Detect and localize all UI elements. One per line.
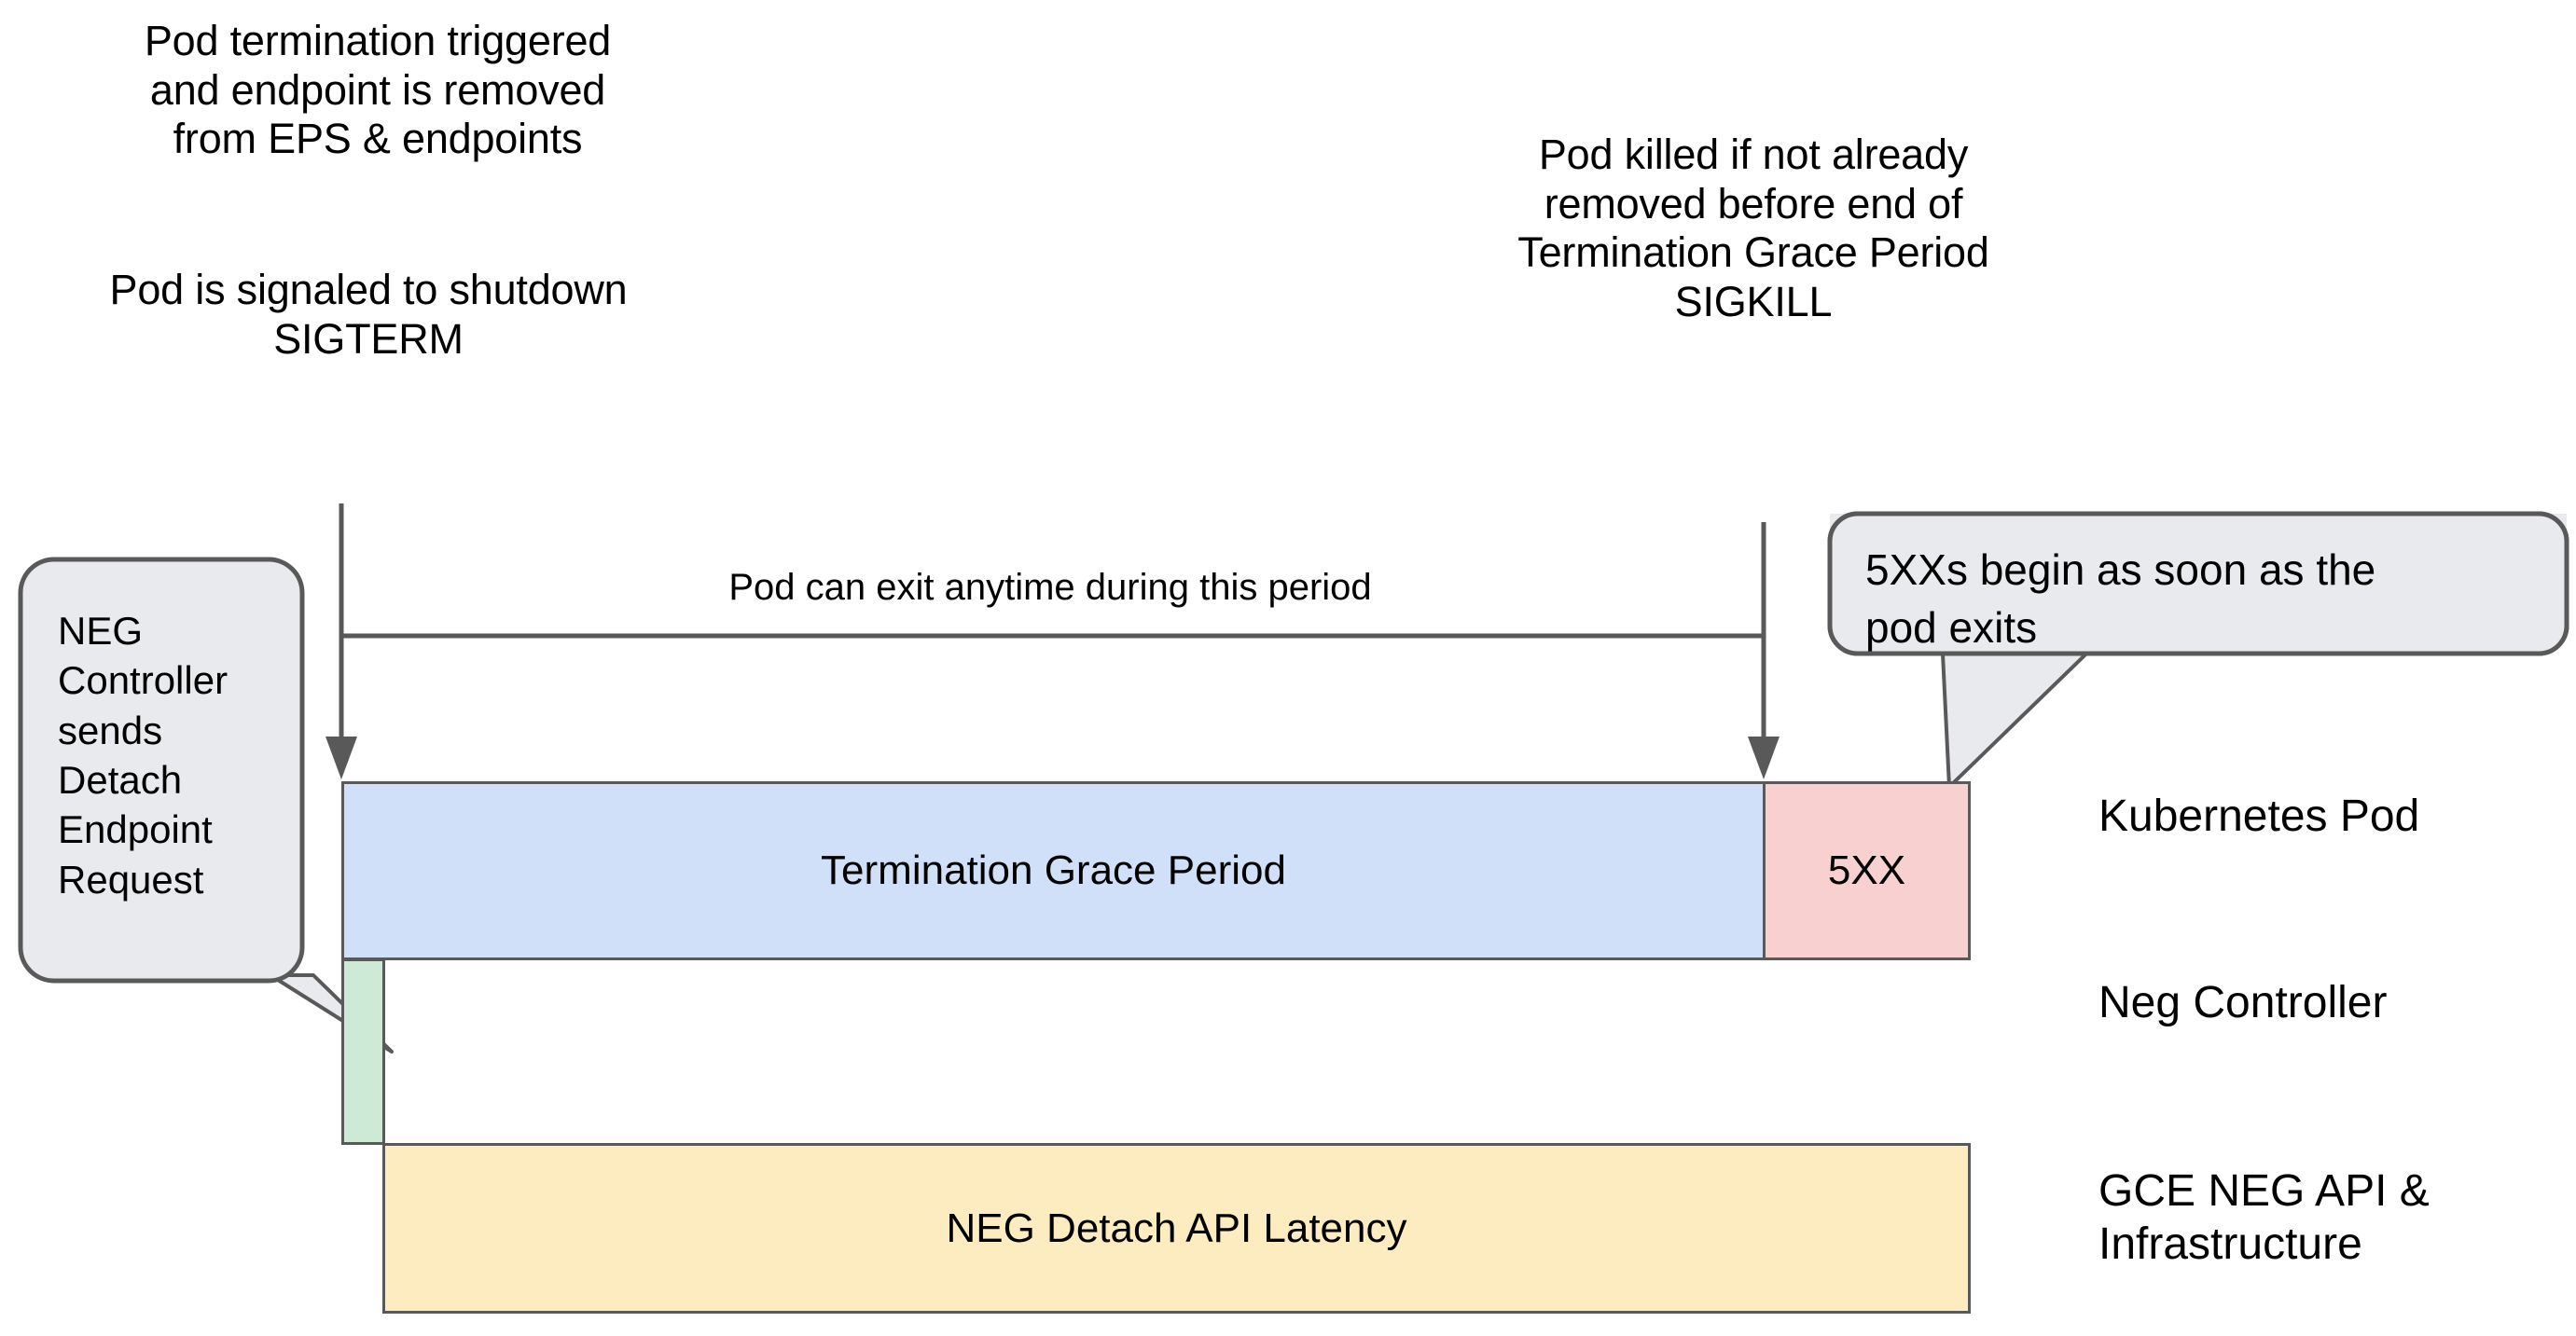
arrow-sigkill — [1748, 522, 1780, 779]
annotation-pod-termination-triggered: Pod termination triggered and endpoint i… — [144, 17, 612, 163]
lane-label-neg-controller: Neg Controller — [2098, 978, 2388, 1027]
bar-5xx-label: 5XX — [1827, 847, 1906, 893]
lane-label-gce-neg-api: GCE NEG API & Infrastructure — [2098, 1166, 2430, 1269]
callout-neg-detach-request-label: NEG Controller sends Detach Endpoint Req… — [58, 609, 229, 902]
annotation-pod-signaled-sigterm: Pod is signaled to shutdown SIGTERM — [109, 266, 628, 363]
arrow-termination-trigger — [325, 503, 357, 779]
callout-5xx-begin-label: 5XXs begin as soon as the pod exits — [1865, 545, 2376, 653]
bar-neg-detach-api-latency-label: NEG Detach API Latency — [946, 1205, 1407, 1251]
lane-label-kubernetes-pod: Kubernetes Pod — [2098, 792, 2420, 841]
bar-termination-grace-period[interactable]: Termination Grace Period — [341, 781, 1766, 960]
bar-neg-controller-detach[interactable] — [341, 958, 385, 1145]
bar-neg-detach-api-latency[interactable]: NEG Detach API Latency — [382, 1143, 1971, 1314]
bar-5xx[interactable]: 5XX — [1763, 781, 1971, 960]
bar-termination-grace-period-label: Termination Grace Period — [821, 847, 1286, 893]
annotation-pod-killed-sigkill: Pod killed if not already removed before… — [1517, 131, 1989, 325]
span-label-pod-can-exit: Pod can exit anytime during this period — [728, 567, 1372, 608]
